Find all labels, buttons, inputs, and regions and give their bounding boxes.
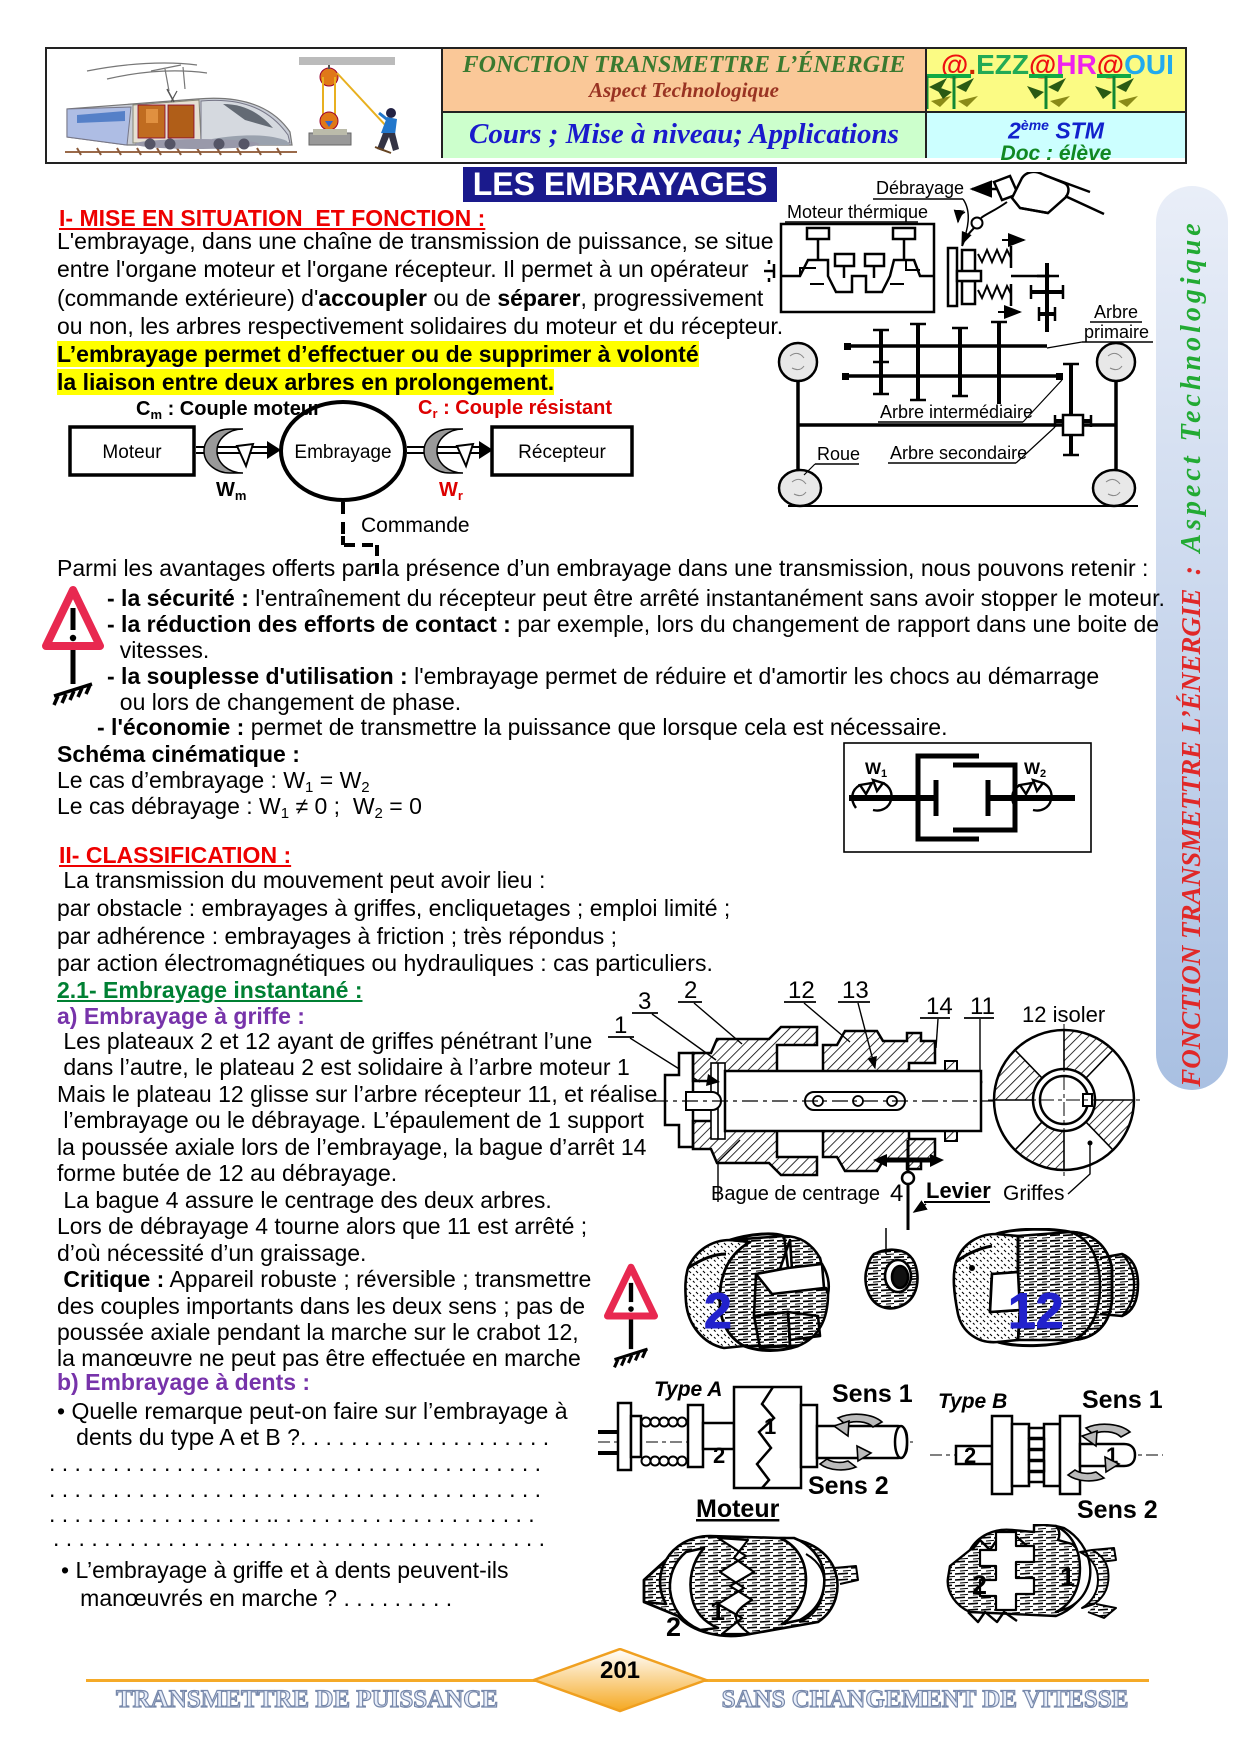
svg-text:3: 3 bbox=[638, 988, 651, 1015]
svg-text:14: 14 bbox=[926, 993, 953, 1020]
svg-text:Débrayage: Débrayage bbox=[876, 178, 964, 198]
svg-text:Wm: Wm bbox=[216, 479, 246, 503]
svg-text:Sens 1: Sens 1 bbox=[832, 1380, 913, 1408]
svg-text:Type A: Type A bbox=[654, 1378, 722, 1401]
svg-text:primaire: primaire bbox=[1084, 322, 1149, 342]
svg-text:1: 1 bbox=[614, 1012, 627, 1039]
svg-text:Wr: Wr bbox=[439, 479, 463, 503]
svg-text:W1: W1 bbox=[865, 759, 887, 780]
svg-text:12: 12 bbox=[1008, 1283, 1064, 1339]
svg-text:Moteur: Moteur bbox=[102, 442, 162, 463]
svg-text:Embrayage: Embrayage bbox=[294, 442, 391, 463]
svg-text:Bague de centrage: Bague de centrage bbox=[711, 1183, 880, 1205]
svg-text:Sens 1: Sens 1 bbox=[1082, 1386, 1163, 1414]
svg-text:2: 2 bbox=[684, 980, 697, 1004]
svg-text:Levier: Levier bbox=[926, 1178, 991, 1203]
svg-text:12 isoler: 12 isoler bbox=[1022, 1002, 1105, 1027]
svg-text:Arbre intermédiaire: Arbre intermédiaire bbox=[880, 402, 1033, 422]
svg-text:2: 2 bbox=[704, 1283, 732, 1339]
svg-text:Commande: Commande bbox=[361, 514, 470, 537]
svg-text:12: 12 bbox=[788, 980, 815, 1004]
svg-text:Arbre: Arbre bbox=[1094, 302, 1138, 322]
svg-text:Cr : Couple résistant: Cr : Couple résistant bbox=[418, 397, 612, 421]
svg-text:Moteur thérmique: Moteur thérmique bbox=[787, 202, 928, 222]
svg-text:Sens 2: Sens 2 bbox=[1077, 1496, 1158, 1524]
svg-text:Arbre secondaire: Arbre secondaire bbox=[890, 443, 1027, 463]
svg-text:Récepteur: Récepteur bbox=[518, 442, 606, 463]
svg-text:Roue: Roue bbox=[817, 444, 860, 464]
svg-text:1: 1 bbox=[764, 1414, 776, 1439]
svg-text:Sens 2: Sens 2 bbox=[808, 1472, 889, 1500]
svg-text:11: 11 bbox=[970, 993, 995, 1020]
svg-text:Moteur: Moteur bbox=[696, 1495, 780, 1523]
svg-text:Griffes: Griffes bbox=[1003, 1182, 1064, 1205]
svg-text:2: 2 bbox=[972, 1570, 987, 1600]
svg-text:2: 2 bbox=[964, 1443, 976, 1468]
svg-text:W2: W2 bbox=[1024, 759, 1046, 780]
svg-text:Cm : Couple moteur: Cm : Couple moteur bbox=[136, 398, 321, 422]
svg-text:1: 1 bbox=[710, 1596, 725, 1626]
svg-text:2: 2 bbox=[666, 1612, 681, 1642]
svg-text:2: 2 bbox=[713, 1443, 725, 1468]
svg-text:1: 1 bbox=[1060, 1562, 1075, 1592]
svg-text:13: 13 bbox=[842, 980, 869, 1004]
svg-text:201: 201 bbox=[600, 1657, 640, 1684]
svg-text:4: 4 bbox=[890, 1180, 903, 1207]
svg-text:Type B: Type B bbox=[938, 1390, 1007, 1413]
